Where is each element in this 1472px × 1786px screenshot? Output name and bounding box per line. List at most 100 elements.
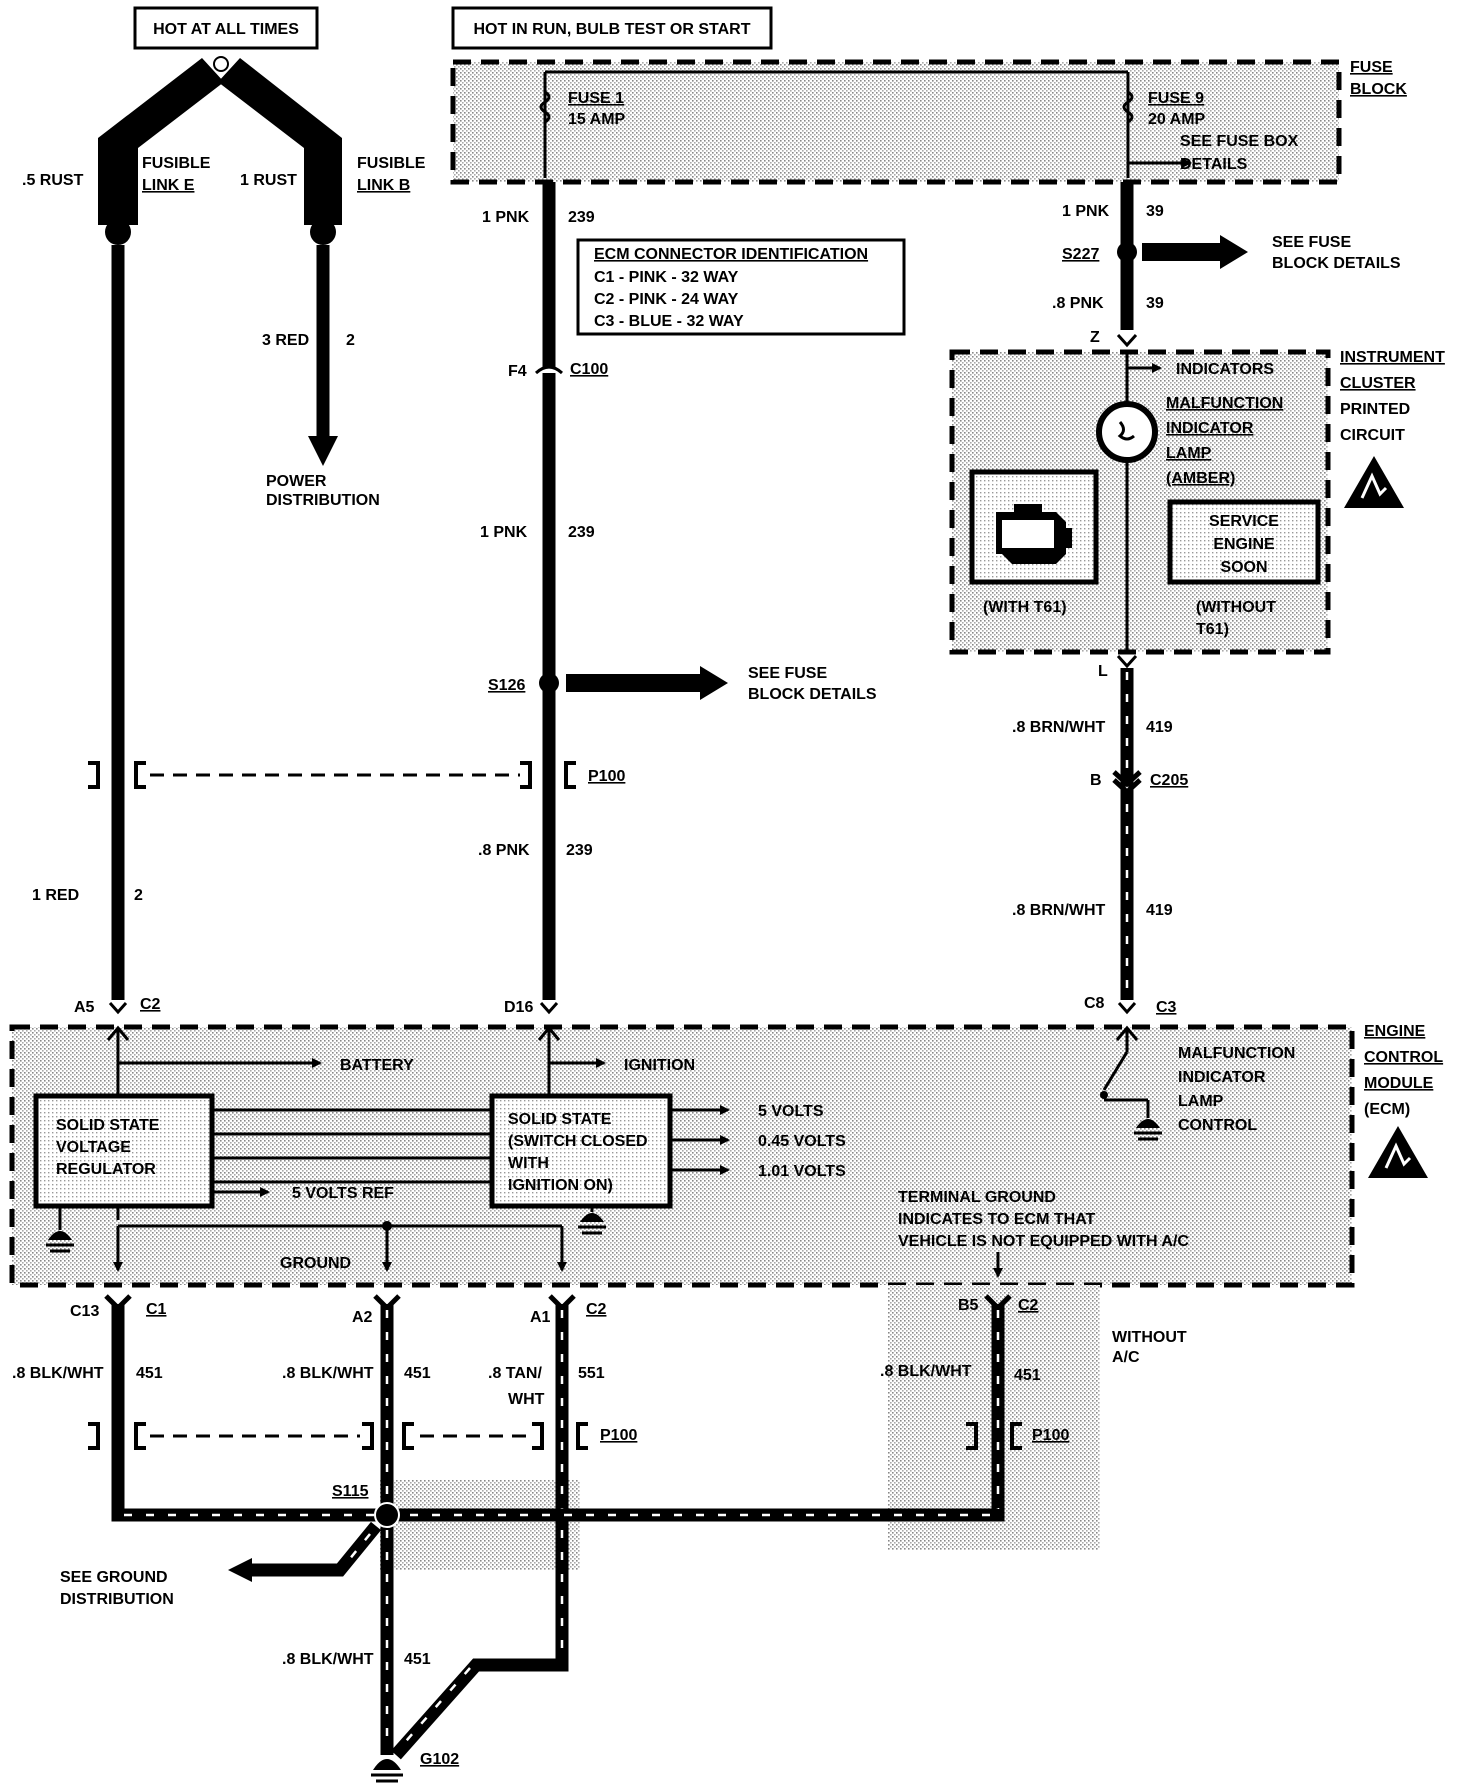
wire-pnk-mid-circuit: 239	[568, 524, 595, 541]
fusible-link-e-line2: LINK E	[142, 177, 195, 194]
c1-connector: C1	[146, 1301, 167, 1318]
ecm-connector-id-box: ECM CONNECTOR IDENTIFICATION C1 - PINK -…	[576, 238, 906, 336]
hot-at-all-times-label: HOT AT ALL TIMES	[153, 21, 299, 38]
a5-connector: C2	[140, 996, 161, 1013]
a1-connector: C2	[586, 1301, 607, 1318]
ecm-battery: BATTERY	[340, 1057, 414, 1074]
ecm-region	[9, 1024, 1355, 1288]
b5-connector: C2	[1018, 1297, 1039, 1314]
mil-line3: LAMP	[1178, 1093, 1224, 1110]
terminal-ground-line2: INDICATES TO ECM THAT	[898, 1211, 1096, 1228]
wire-pnk-right-top: 1 PNK	[1062, 203, 1110, 220]
wire-blk-g102-circuit: 451	[404, 1651, 431, 1668]
cluster-lamp-line2: INDICATOR	[1166, 420, 1254, 437]
wire-blk-a2: .8 BLK/WHT	[282, 1365, 374, 1382]
power-distribution-line1: POWER	[266, 473, 327, 490]
with-t61: (WITH T61)	[983, 599, 1067, 616]
regulator-line3: REGULATOR	[56, 1161, 156, 1178]
c205-pin: B	[1090, 772, 1102, 789]
cluster-lamp-line1: MALFUNCTION	[1166, 395, 1283, 412]
cluster-title-line3: PRINTED	[1340, 401, 1410, 418]
mil-line1: MALFUNCTION	[1178, 1045, 1295, 1062]
g102-label: G102	[420, 1751, 459, 1768]
ecm-title-line2: CONTROL	[1364, 1049, 1443, 1066]
see-ground-line2: DISTRIBUTION	[60, 1591, 174, 1608]
switch-line4: IGNITION ON)	[508, 1177, 613, 1194]
regulator-line1: SOLID STATE	[56, 1117, 160, 1134]
a2-pin: A2	[352, 1309, 373, 1326]
power-wire-label: 3 RED	[262, 332, 309, 349]
wire-blk-b5-circuit: 451	[1014, 1367, 1041, 1384]
ecm-title-line4: (ECM)	[1364, 1101, 1410, 1118]
fuse9-name: FUSE 9	[1148, 90, 1204, 107]
voltage-regulator-box: SOLID STATE VOLTAGE REGULATOR	[33, 1093, 215, 1209]
terminal-ground-line3: VEHICLE IS NOT EQUIPPED WITH A/C	[898, 1233, 1189, 1250]
hot-in-run-label: HOT IN RUN, BULB TEST OR START	[473, 21, 750, 38]
service-line2: ENGINE	[1213, 536, 1275, 553]
without-t61-line2: T61)	[1196, 621, 1229, 638]
wire-brn2: .8 BRN/WHT	[1012, 902, 1106, 919]
ecm-title-line3: MODULE	[1364, 1075, 1434, 1092]
wire-brn1-circuit: 419	[1146, 719, 1173, 736]
cluster-lamp-line4: (AMBER)	[1166, 470, 1235, 487]
ecm-id-row-3: C3 - BLUE - 32 WAY	[594, 313, 744, 330]
c3-connector: C3	[1156, 999, 1177, 1016]
cluster-title-line2: CLUSTER	[1340, 375, 1416, 392]
ecm-title-line1: ENGINE	[1364, 1023, 1426, 1040]
wire-red-left-circuit: 2	[134, 887, 143, 904]
switch-line1: SOLID STATE	[508, 1111, 612, 1128]
s115-label: S115	[332, 1483, 369, 1500]
c8-pin: C8	[1084, 995, 1105, 1012]
wire-blk-b5: .8 BLK/WHT	[880, 1363, 972, 1380]
fuse1-rating: 15 AMP	[568, 111, 626, 128]
indicators-label: INDICATORS	[1176, 361, 1274, 378]
s227-label: S227	[1062, 246, 1099, 263]
see-fuse-box-line1: SEE FUSE BOX	[1180, 133, 1299, 150]
pin-z: Z	[1090, 329, 1100, 346]
see-fuse-block-1-line2: BLOCK DETAILS	[748, 686, 877, 703]
power-wire-circuit: 2	[346, 332, 355, 349]
wire-pnk-low: .8 PNK	[478, 842, 530, 859]
wire-red-left: 1 RED	[32, 887, 79, 904]
wire-brn2-circuit: 419	[1146, 902, 1173, 919]
wire-pnk-top-circuit: 239	[568, 209, 595, 226]
see-fuse-block-1-line1: SEE FUSE	[748, 665, 827, 682]
cluster-title-line1: INSTRUMENT	[1340, 349, 1445, 366]
p100-right-label: P100	[1032, 1427, 1069, 1444]
wire-tan-line1: .8 TAN/	[488, 1365, 542, 1382]
ground-symbol-switch	[578, 1206, 606, 1235]
switch-line2: (SWITCH CLOSED	[508, 1133, 648, 1150]
c100-label: C100	[570, 361, 608, 378]
cluster-lamp-line3: LAMP	[1166, 445, 1212, 462]
wire-tan-circuit: 551	[578, 1365, 605, 1382]
esd-warning-icon	[1344, 456, 1404, 508]
regulator-line2: VOLTAGE	[56, 1139, 131, 1156]
ecm-volts-101: 1.01 VOLTS	[758, 1163, 846, 1180]
switch-line3: WITH	[508, 1155, 549, 1172]
esd-warning-icon-ecm	[1368, 1126, 1428, 1178]
mil-lamp-icon	[1096, 401, 1158, 463]
wire-pnk-top: 1 PNK	[482, 209, 530, 226]
fuse-block-label-line2: BLOCK	[1350, 81, 1407, 98]
power-distribution-line2: DISTRIBUTION	[266, 492, 380, 509]
service-line3: SOON	[1220, 559, 1267, 576]
wire-blk-g102: .8 BLK/WHT	[282, 1651, 374, 1668]
without-ac-line2: A/C	[1112, 1349, 1140, 1366]
ecm-volts-ref: 5 VOLTS REF	[292, 1185, 394, 1202]
fusible-link-b-line1: FUSIBLE	[357, 155, 426, 172]
service-engine-soon-lamp: SERVICE ENGINE SOON	[1167, 499, 1321, 585]
wire-tan-line2: WHT	[508, 1391, 545, 1408]
a1-pin: A1	[530, 1309, 551, 1326]
wire-pnk-right-mid-circuit: 39	[1146, 295, 1164, 312]
fusible-link-e-line1: FUSIBLE	[142, 155, 211, 172]
p100-bottom-label: P100	[600, 1427, 637, 1444]
terminal-ground-line1: TERMINAL GROUND	[898, 1189, 1056, 1206]
ground-symbol-regulator	[46, 1206, 74, 1253]
fusible-links: FUSIBLE LINK E FUSIBLE LINK B .5 RUST 1 …	[22, 56, 426, 245]
wire-blk-c13-circuit: 451	[136, 1365, 163, 1382]
c100-pin: F4	[508, 363, 527, 380]
g102-ground-symbol	[371, 1759, 403, 1783]
see-fuse-block-2-line2: BLOCK DETAILS	[1272, 255, 1401, 272]
see-ground-line1: SEE GROUND	[60, 1569, 168, 1586]
